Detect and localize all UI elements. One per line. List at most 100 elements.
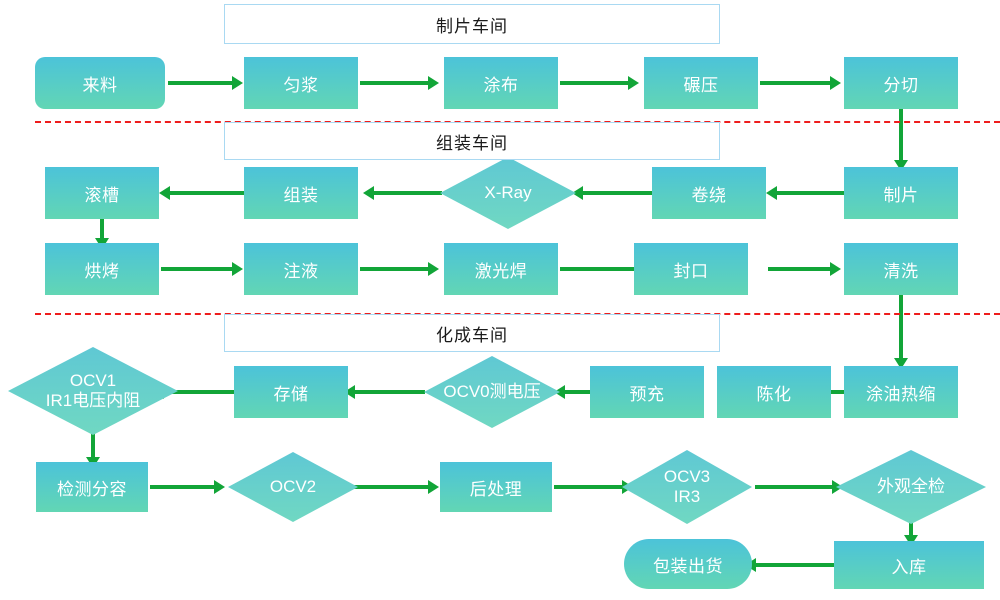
node-jiancefenrong[interactable]: 检测分容 bbox=[36, 462, 148, 512]
edge-zhuye-jiguanghan bbox=[360, 267, 428, 271]
node-label: 入库 bbox=[891, 557, 927, 577]
node-zhuye[interactable]: 注液 bbox=[244, 243, 358, 295]
node-ocv1[interactable]: OCV1 IR1电压内阻 bbox=[8, 347, 178, 435]
arrowhead-left bbox=[572, 186, 583, 200]
node-qingxi[interactable]: 清洗 bbox=[844, 243, 958, 295]
node-yuchong[interactable]: 预充 bbox=[590, 366, 704, 418]
edge-qingxi-tuyourenuo bbox=[899, 295, 903, 361]
node-label: 陈化 bbox=[756, 384, 792, 404]
node-label-group: OCV0测电压 bbox=[424, 356, 560, 428]
edge-fenqie-zhipian bbox=[899, 109, 903, 163]
node-tuyourenuo[interactable]: 涂油热缩 bbox=[844, 366, 958, 418]
node-xray[interactable]: X-Ray bbox=[440, 157, 576, 229]
edge-xray-zuzhuang bbox=[374, 191, 442, 195]
edge-waiguanquanjian-ruku bbox=[909, 517, 913, 538]
node-label: 涂布 bbox=[483, 75, 519, 95]
node-label-group: OCV2 bbox=[228, 452, 358, 522]
node-baozhuangchuhuo[interactable]: 包装出货 bbox=[624, 539, 752, 589]
arrowhead-right bbox=[428, 262, 439, 276]
node-zhipian[interactable]: 制片 bbox=[844, 167, 958, 219]
arrowhead-down bbox=[894, 358, 908, 369]
node-label-group: 外观全检 bbox=[836, 450, 986, 524]
node-yunjiang[interactable]: 匀浆 bbox=[244, 57, 358, 109]
arrowhead-right bbox=[428, 76, 439, 90]
arrowhead-right bbox=[428, 480, 439, 494]
node-label: 制片 bbox=[883, 185, 919, 205]
node-label: OCV0测电压 bbox=[443, 382, 541, 402]
section-header-zhipian: 制片车间 bbox=[224, 4, 720, 44]
node-label-group: X-Ray bbox=[440, 157, 576, 229]
node-label: 存储 bbox=[273, 384, 309, 404]
node-ocv3[interactable]: OCV3 IR3 bbox=[622, 450, 752, 524]
node-jiguanghan[interactable]: 激光焊 bbox=[444, 243, 558, 295]
edge-ruku-baozhuangchuhuo bbox=[756, 563, 836, 567]
node-label: 组装 bbox=[283, 185, 319, 205]
section-header-label: 组装车间 bbox=[436, 133, 508, 153]
node-juanrao[interactable]: 卷绕 bbox=[652, 167, 766, 219]
node-ruku[interactable]: 入库 bbox=[834, 541, 984, 589]
node-label: 清洗 bbox=[883, 261, 919, 281]
edge-yunjiang-tubu bbox=[360, 81, 428, 85]
edge-ocv3-waiguanquanjian bbox=[755, 485, 832, 489]
edge-lailiao-yunjiang bbox=[168, 81, 232, 85]
node-label: 包装出货 bbox=[653, 556, 723, 576]
node-label: X-Ray bbox=[484, 183, 532, 203]
node-label: 来料 bbox=[82, 75, 118, 95]
node-label: OCV2 bbox=[269, 477, 317, 497]
node-ocv2[interactable]: OCV2 bbox=[228, 452, 358, 522]
node-label-line1: OCV3 bbox=[663, 467, 711, 487]
node-label: 注液 bbox=[283, 261, 319, 281]
node-hongkao[interactable]: 烘烤 bbox=[45, 243, 159, 295]
edge-fengkou-qingxi bbox=[768, 267, 830, 271]
node-label: 封口 bbox=[673, 261, 709, 281]
edge-tubu-nianya bbox=[560, 81, 628, 85]
arrowhead-down bbox=[894, 160, 908, 171]
node-lailiao[interactable]: 来料 bbox=[35, 57, 165, 109]
section-header-huacheng: 化成车间 bbox=[224, 314, 720, 352]
arrowhead-right bbox=[830, 76, 841, 90]
arrowhead-right bbox=[628, 76, 639, 90]
node-fengkou[interactable]: 封口 bbox=[634, 243, 748, 295]
edge-yuchong-ocv0 bbox=[565, 390, 591, 394]
arrowhead-right bbox=[214, 480, 225, 494]
node-label: 激光焊 bbox=[474, 261, 528, 281]
node-label: 匀浆 bbox=[283, 75, 319, 95]
edge-juanrao-xray bbox=[583, 191, 653, 195]
node-waiguanquanjian[interactable]: 外观全检 bbox=[836, 450, 986, 524]
node-houchuli[interactable]: 后处理 bbox=[440, 462, 552, 512]
node-label: 卷绕 bbox=[691, 185, 727, 205]
arrowhead-left bbox=[159, 186, 170, 200]
edge-ocv2-houchuli bbox=[352, 485, 428, 489]
edge-houchuli-ocv3 bbox=[554, 485, 622, 489]
node-label-line2: IR3 bbox=[673, 487, 701, 506]
section-header-label: 化成车间 bbox=[436, 325, 508, 345]
edge-jiancefenrong-ocv2 bbox=[150, 485, 214, 489]
node-zuzhuang[interactable]: 组装 bbox=[244, 167, 358, 219]
edge-cunchu-ocv1 bbox=[164, 390, 236, 394]
node-chenhua[interactable]: 陈化 bbox=[717, 366, 831, 418]
edge-hongkao-zhuye bbox=[161, 267, 232, 271]
node-label: 检测分容 bbox=[57, 479, 127, 499]
node-label-group: OCV1 IR1电压内阻 bbox=[8, 347, 178, 435]
node-guncao[interactable]: 滚槽 bbox=[45, 167, 159, 219]
node-nianya[interactable]: 碾压 bbox=[644, 57, 758, 109]
node-label: 预充 bbox=[629, 384, 665, 404]
node-label: 外观全检 bbox=[877, 477, 945, 497]
node-label: 涂油热缩 bbox=[866, 384, 936, 404]
arrowhead-left bbox=[344, 385, 355, 399]
node-label: 烘烤 bbox=[84, 261, 120, 281]
arrowhead-left bbox=[363, 186, 374, 200]
node-label: 碾压 bbox=[683, 75, 719, 95]
edge-tuyourenuo-chenhua bbox=[831, 390, 845, 394]
edge-jiguanghan-fengkou bbox=[560, 267, 638, 271]
node-label-line2: IR1电压内阻 bbox=[45, 391, 141, 410]
section-header-label: 制片车间 bbox=[436, 16, 508, 36]
node-ocv0[interactable]: OCV0测电压 bbox=[424, 356, 560, 428]
node-tubu[interactable]: 涂布 bbox=[444, 57, 558, 109]
node-cunchu[interactable]: 存储 bbox=[234, 366, 348, 418]
edge-zuzhuang-guncao bbox=[170, 191, 246, 195]
node-label: 滚槽 bbox=[84, 185, 120, 205]
node-label: 后处理 bbox=[469, 479, 523, 499]
node-fenqie[interactable]: 分切 bbox=[844, 57, 958, 109]
